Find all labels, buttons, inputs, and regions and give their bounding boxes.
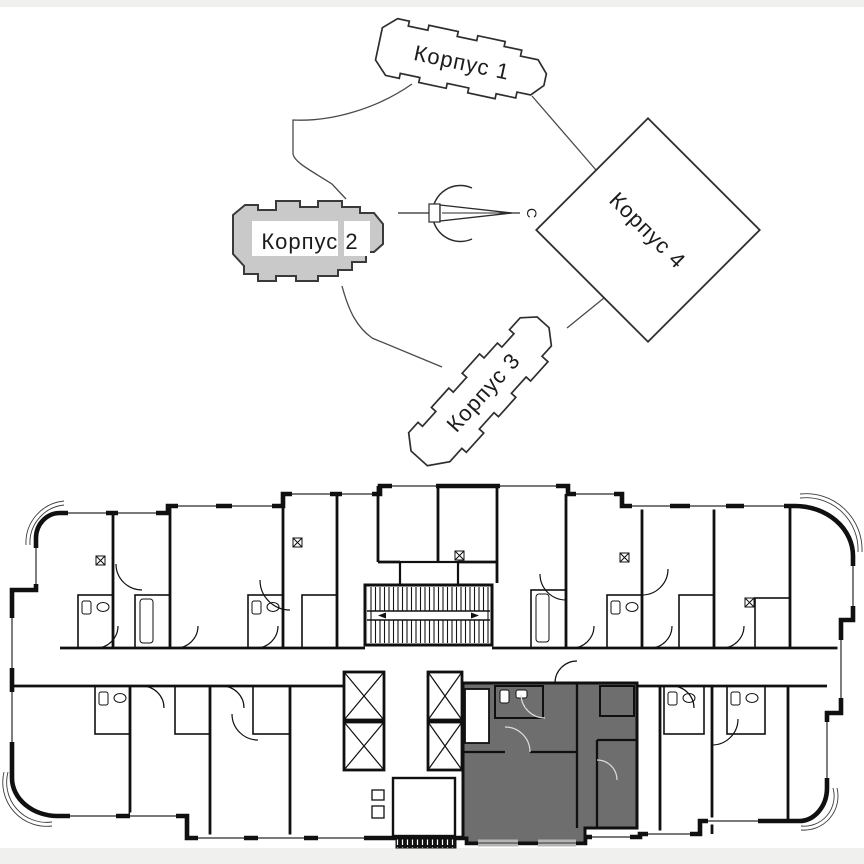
building-korpus-2-label-chip (252, 221, 338, 256)
stair-direction-arrow (471, 612, 479, 619)
building-korpus-4-outline (535, 117, 761, 343)
selected-unit-walls (463, 683, 637, 828)
sink-fixture (113, 693, 127, 703)
door-arc (596, 759, 618, 781)
sink-fixture (625, 602, 639, 612)
balcony-railing-curves (2, 493, 863, 831)
toilet-fixture (667, 691, 678, 706)
selected-unit-balcony (464, 688, 490, 744)
windows (8, 482, 857, 842)
building-korpus-4[interactable]: Корпус 4 (535, 117, 761, 343)
compass-north-label: С (524, 208, 540, 218)
floor-plan (2, 482, 863, 849)
building-korpus-2[interactable]: Корпус 2 (232, 200, 384, 282)
door-arc (520, 694, 546, 719)
sink-fixture (745, 693, 759, 703)
toilet-fixture (98, 691, 109, 706)
compass-arrow-base (428, 203, 441, 223)
bathrooms (77, 589, 791, 735)
stair-landing (372, 611, 485, 620)
shaft-box (371, 789, 385, 801)
stair-direction-arrow (378, 612, 386, 619)
site-road-path (566, 297, 605, 329)
elevator-shaft (342, 720, 386, 772)
selected-unit[interactable] (461, 681, 639, 845)
site-road-path (341, 285, 443, 368)
plumbing-fixtures (81, 593, 759, 706)
elevator-shaft (426, 720, 464, 772)
stairwell-walls (363, 583, 494, 647)
building-korpus-1-outline (374, 17, 548, 100)
sink-fixture (96, 602, 110, 612)
shaft-symbols (95, 537, 755, 608)
building-korpus-2-label: Корпус 2 (261, 229, 358, 254)
toilet-fixture (81, 600, 92, 615)
toilet-fixture (251, 600, 262, 615)
selected-unit-storage (599, 685, 635, 717)
building-korpus-3-outline (407, 316, 553, 467)
stair-vestibule (398, 560, 460, 587)
site-road-path (531, 95, 597, 171)
door-arc (504, 726, 531, 753)
stairwell (363, 583, 494, 647)
toilet-fixture (499, 689, 510, 704)
toilet-fixture (730, 691, 741, 706)
shaft-box (371, 805, 385, 819)
elevator-shaft (426, 670, 464, 722)
site-road-path (292, 83, 413, 200)
elevator-core (342, 670, 464, 772)
elevator-shaft (342, 670, 386, 722)
toilet-fixture (610, 600, 621, 615)
selected-unit-bathroom (494, 685, 544, 719)
bathtub-fixture (139, 598, 154, 644)
bottom-bar (0, 848, 864, 864)
selected-unit-windows (478, 839, 576, 847)
building-korpus-1[interactable]: Корпус 1 (373, 16, 551, 108)
top-bar (0, 0, 864, 7)
compass: С (398, 184, 540, 243)
entrance-lobby-room (391, 776, 457, 838)
sink-fixture (266, 602, 280, 612)
building-korpus-2-label-chip (344, 221, 370, 256)
entrance-threshold (395, 838, 457, 849)
bathtub-fixture (535, 593, 550, 643)
door-arcs (95, 563, 745, 746)
selected-apartment[interactable] (461, 681, 639, 847)
